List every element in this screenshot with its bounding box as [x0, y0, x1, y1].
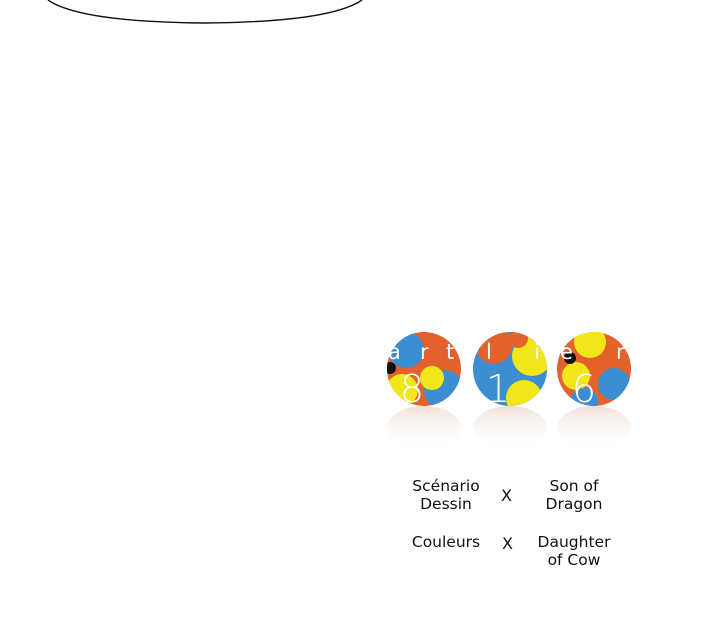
credits-name-son-of-dragon: Son of Dragon: [528, 477, 620, 513]
logo-letter: r: [616, 340, 625, 364]
credit-separator: X: [501, 486, 512, 505]
credit-role: Dessin: [420, 495, 472, 513]
credit-name: of Cow: [547, 551, 601, 569]
credit-separator: X: [502, 534, 513, 553]
logo-letter: i: [534, 340, 540, 364]
credits-role-scenario-dessin: Scénario Dessin: [400, 477, 492, 513]
artlier816-logo: a r t l i e r 8 1 6: [387, 332, 631, 450]
credits-name-daughter-of-cow: Daughter of Cow: [528, 533, 620, 569]
logo-letter: t: [446, 340, 454, 364]
logo-digit: 1: [486, 367, 510, 411]
credit-name: Daughter: [537, 533, 611, 551]
logo-letter: e: [560, 340, 573, 364]
credit-name: Son of: [549, 477, 599, 495]
credits-role-couleurs: Couleurs: [400, 533, 492, 551]
credit-role: Scénario: [412, 477, 480, 495]
logo-circle-2: [473, 332, 547, 406]
logo-circle-1: [387, 332, 461, 406]
logo-letter: l: [486, 340, 492, 364]
speech-bubble: [47, 0, 363, 24]
logo-digit: 8: [400, 367, 424, 411]
logo-letter: r: [420, 340, 429, 364]
credit-name: Dragon: [545, 495, 603, 513]
credit-role: Couleurs: [411, 533, 481, 551]
logo-letter: a: [388, 340, 401, 364]
logo-circle-3: [557, 332, 631, 406]
logo-digit: 6: [572, 367, 596, 411]
